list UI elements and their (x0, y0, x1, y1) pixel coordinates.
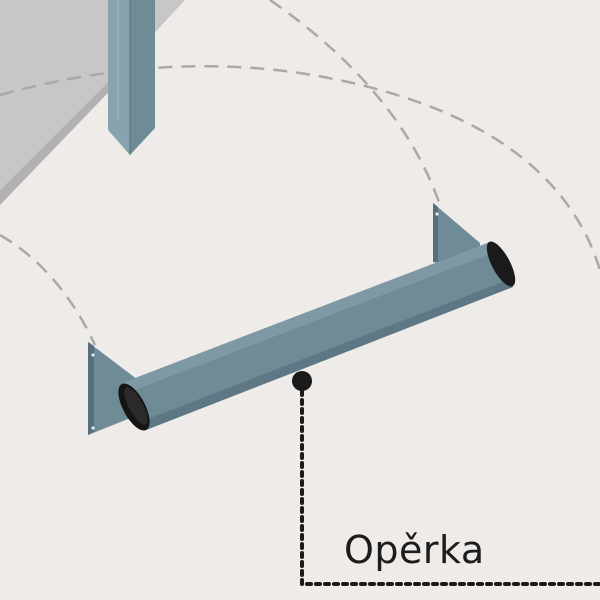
callout-leader (292, 371, 600, 586)
callout-dotted-line (300, 389, 600, 586)
tube-end-cap-right (486, 241, 516, 287)
swing-arc-left (0, 233, 97, 346)
vertical-post (108, 0, 155, 155)
callout-label: Opěrka (344, 528, 485, 572)
swing-arc-right (269, 0, 442, 206)
armrest-tube (118, 241, 516, 431)
callout-dot (292, 371, 312, 391)
wall-panel (0, 0, 185, 205)
